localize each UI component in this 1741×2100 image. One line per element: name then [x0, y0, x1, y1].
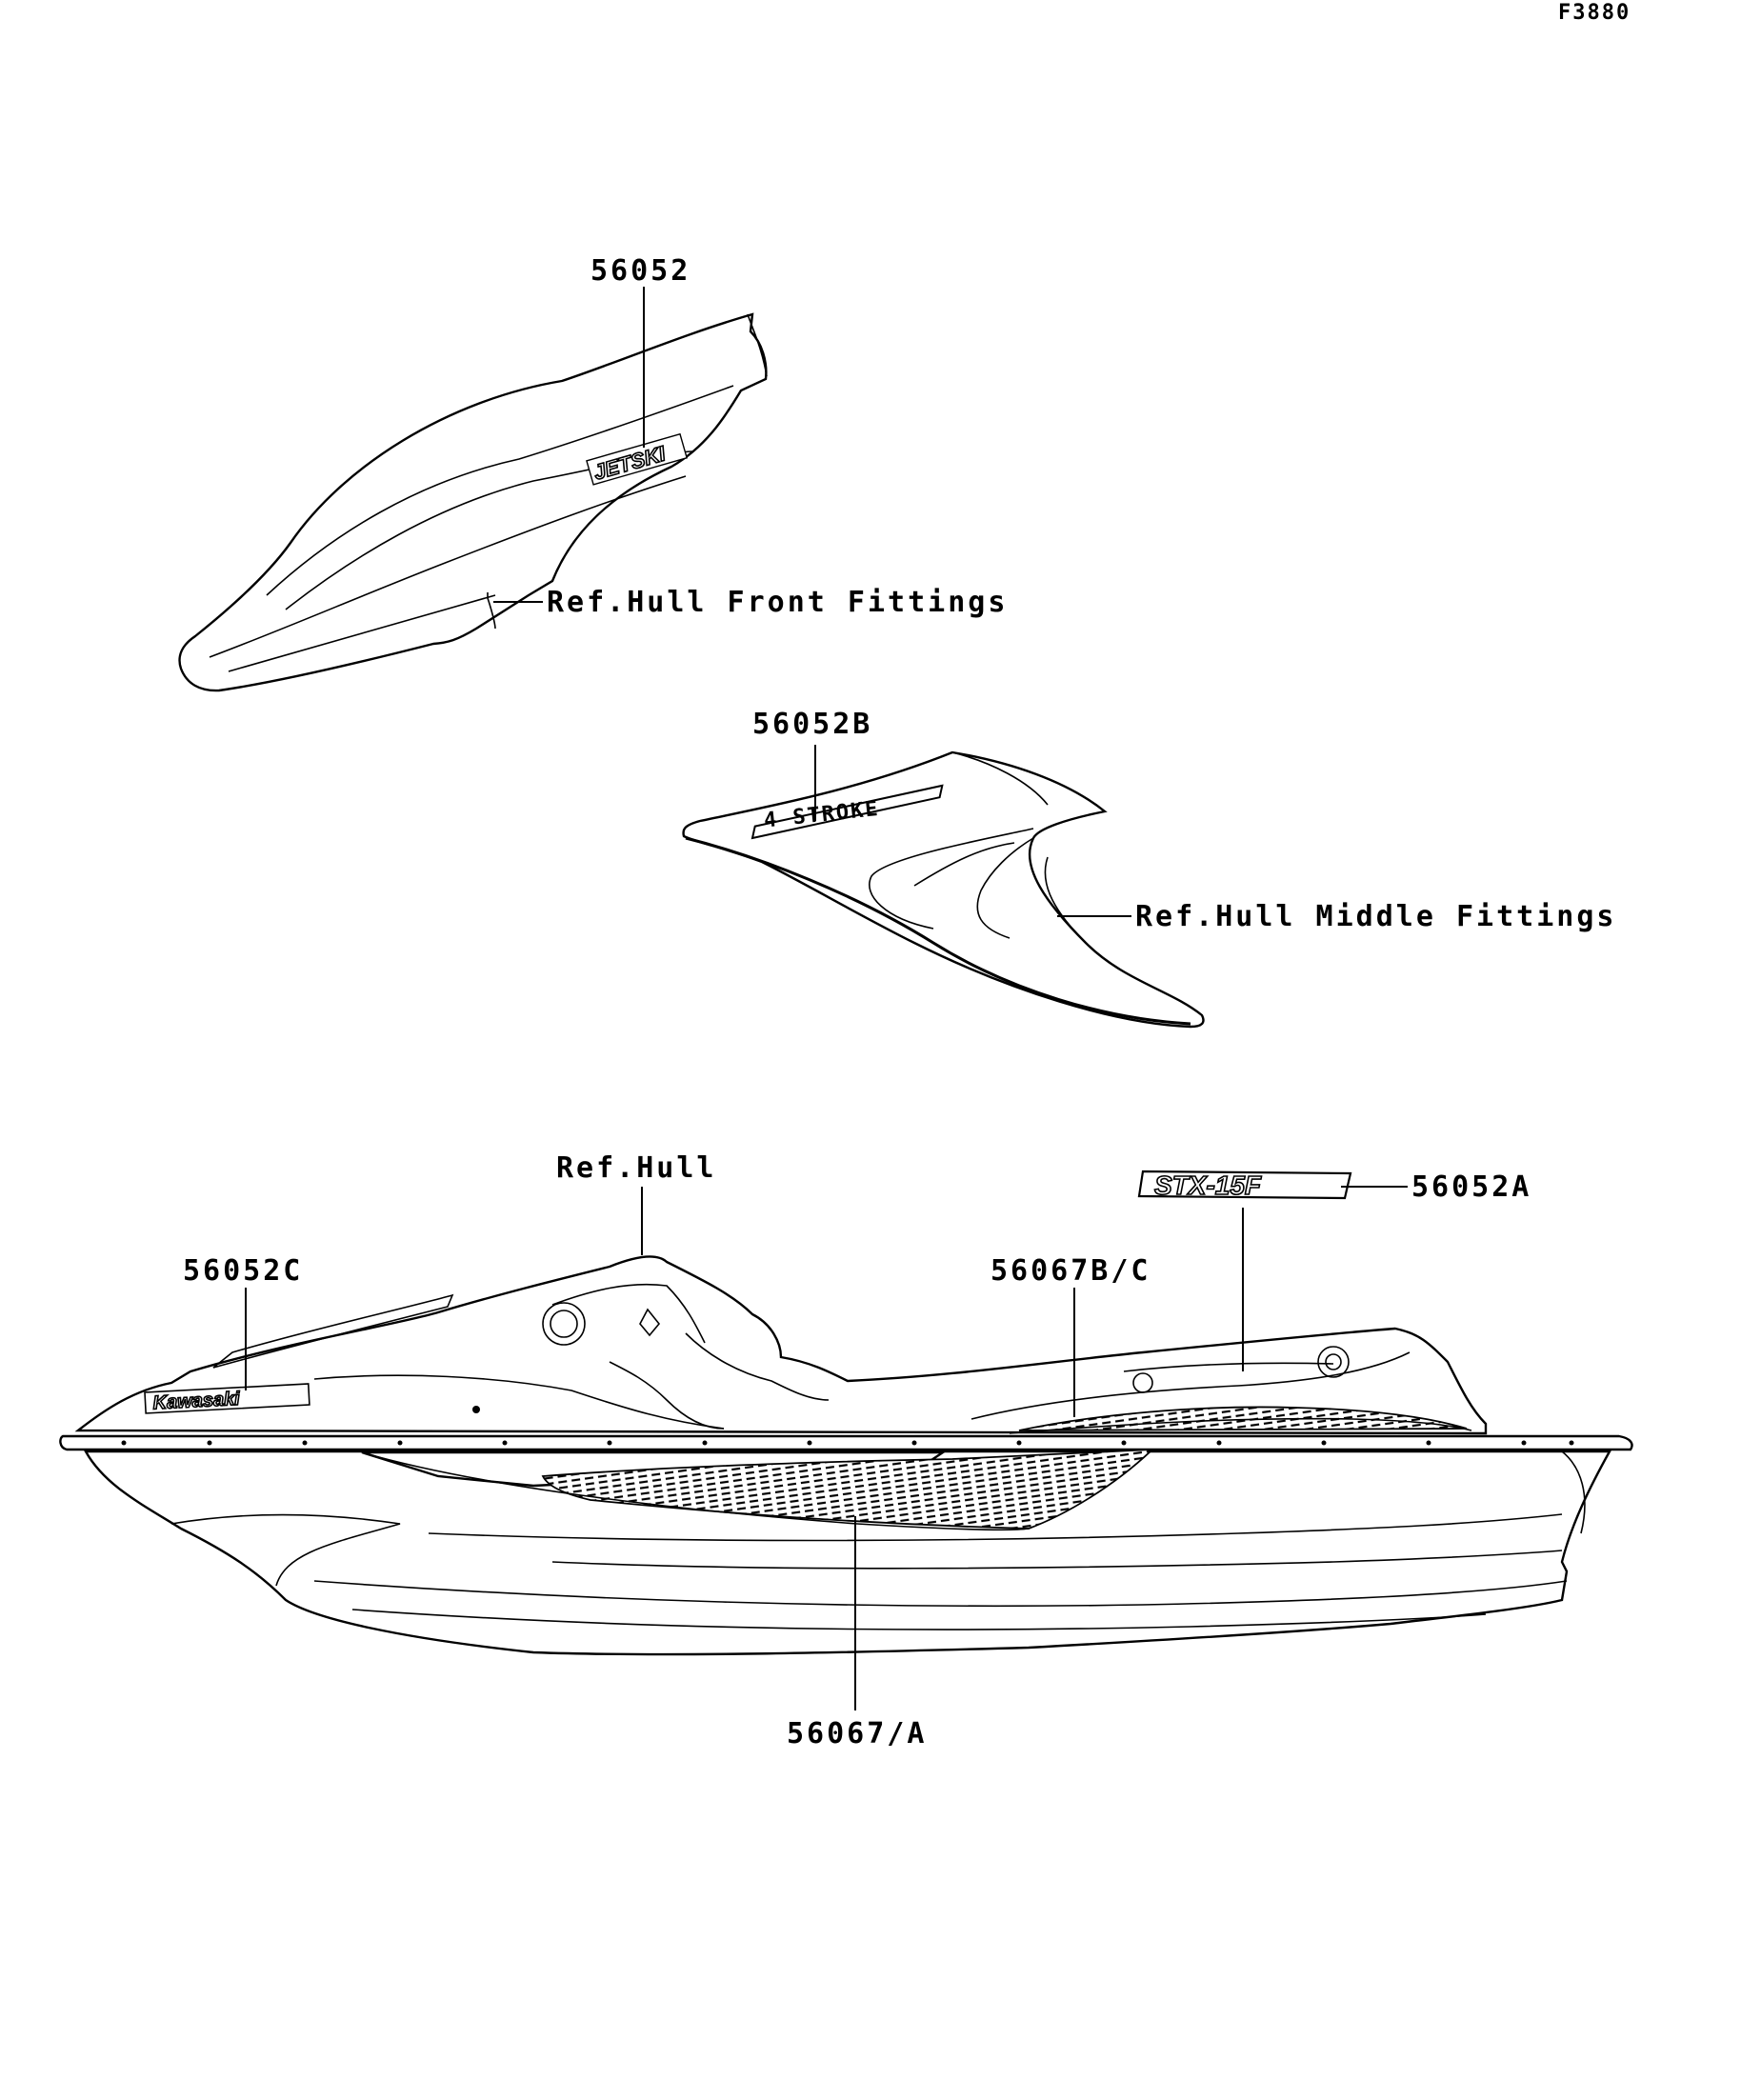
callout-56067A: 56067/A: [787, 1717, 927, 1750]
callout-ref-hull: Ref.Hull: [556, 1151, 717, 1185]
callout-56052C: 56052C: [183, 1254, 303, 1288]
callout-ref-hull-front-fittings: Ref.Hull Front Fittings: [547, 586, 1008, 619]
figure-code: F3880: [1558, 1, 1631, 25]
svg-text:STX-15F: STX-15F: [1154, 1170, 1262, 1200]
callout-56052: 56052: [590, 254, 690, 288]
middle-fitting-drawing: 4 STROKE: [682, 750, 1205, 1029]
callout-56052B: 56052B: [752, 708, 872, 741]
front-fitting-drawing: JETSKI: [178, 312, 768, 692]
svg-text:Kawasaki: Kawasaki: [152, 1389, 241, 1414]
callout-56067BC: 56067B/C: [991, 1254, 1151, 1288]
callout-ref-hull-middle-fittings: Ref.Hull Middle Fittings: [1135, 900, 1616, 933]
kawasaki-logo: Kawasaki: [144, 1383, 310, 1414]
stx-15f-logo: STX-15F: [1137, 1170, 1352, 1201]
hull-drawing: Kawasaki: [59, 1255, 1633, 1656]
callout-56052A: 56052A: [1411, 1170, 1531, 1204]
